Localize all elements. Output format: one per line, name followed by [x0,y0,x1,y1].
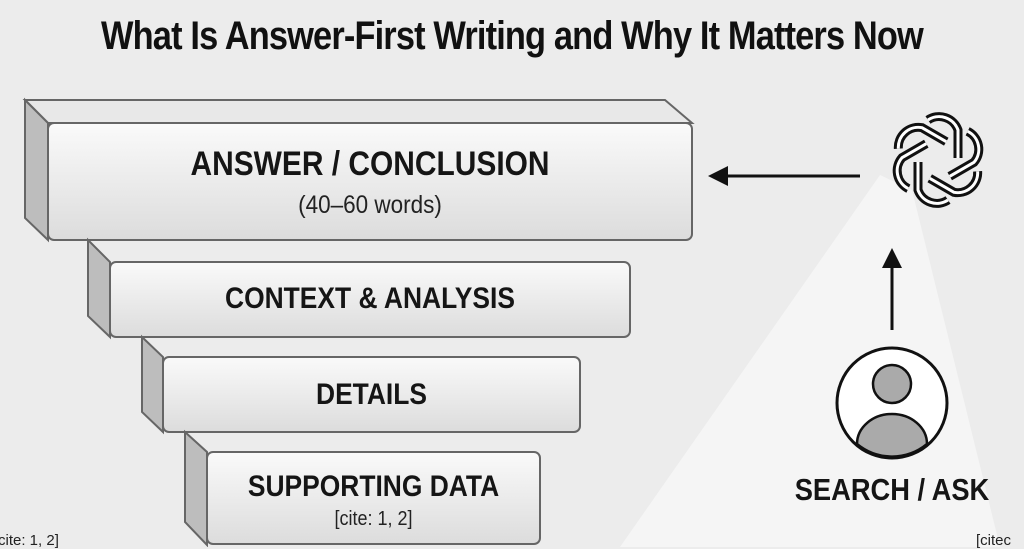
block-4-label: SUPPORTING DATA [247,470,500,503]
search-ask-label: SEARCH / ASK [794,472,990,507]
block-4-sublabel: [cite: 1, 2] [334,508,413,530]
user-avatar-icon [835,346,949,460]
block-3-label: DETAILS [316,378,427,411]
footer-cite-right: [citec [976,532,1012,549]
block-2-label: CONTEXT & ANALYSIS [225,282,515,315]
block-1-label: ANSWER / CONCLUSION [190,145,550,183]
pyramid-block-4 [184,429,541,547]
openai-logo-icon [890,112,985,204]
pyramid-block-2 [87,237,631,340]
pyramid-block-1 [22,97,695,243]
block-1-sublabel: (40–60 words) [298,191,442,219]
arrow-left-icon [708,166,860,186]
pyramid-block-3 [141,334,581,435]
footer-cite-left: cite: 1, 2] [0,532,59,549]
page-title: What Is Answer-First Writing and Why It … [101,14,924,58]
arrow-up-icon [882,248,902,330]
